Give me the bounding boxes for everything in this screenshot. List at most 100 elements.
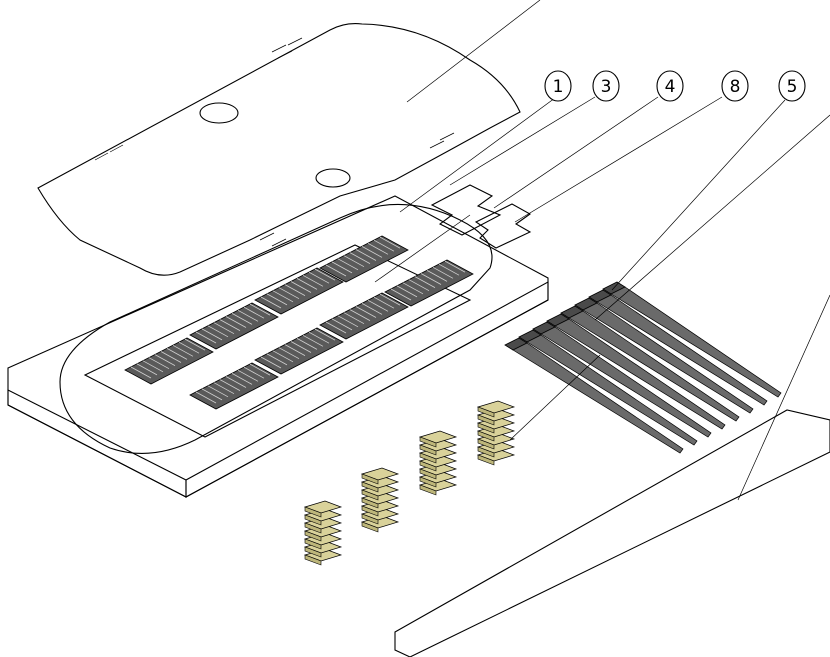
callout-1: 1 bbox=[544, 70, 572, 102]
sleeve-side bbox=[477, 414, 495, 426]
splice-slot bbox=[390, 288, 412, 301]
sleeve-side bbox=[304, 546, 322, 558]
splice-slot bbox=[219, 379, 241, 391]
splice-holder-array bbox=[124, 235, 474, 410]
splice-slot bbox=[136, 363, 158, 376]
splice-holder bbox=[319, 235, 409, 283]
splice-slot bbox=[266, 293, 288, 306]
splice-slot bbox=[426, 270, 448, 282]
sleeve-stack bbox=[360, 467, 400, 533]
callout-4: 4 bbox=[656, 70, 684, 102]
splice-slot bbox=[361, 246, 383, 258]
sleeve-side bbox=[477, 406, 495, 418]
splice-slot bbox=[130, 366, 152, 379]
splice-slot bbox=[225, 376, 247, 388]
sleeve-side bbox=[361, 505, 379, 517]
cable-tie bbox=[560, 305, 740, 422]
sleeve-side bbox=[304, 522, 322, 534]
splice-slot bbox=[343, 312, 365, 325]
cover-plate bbox=[37, 23, 521, 276]
splice-slot bbox=[367, 242, 389, 255]
splice-slot bbox=[260, 356, 282, 369]
callout-circle bbox=[656, 70, 684, 102]
splice-slot bbox=[325, 264, 347, 277]
splice-slot bbox=[278, 347, 300, 360]
splice-slot bbox=[343, 255, 365, 268]
cable-tie-strap bbox=[526, 334, 698, 446]
splice-slot bbox=[184, 338, 206, 351]
cable-tie bbox=[504, 337, 684, 454]
sleeve-side bbox=[304, 554, 322, 566]
splice-slot bbox=[201, 328, 223, 341]
foam-strip bbox=[394, 409, 830, 657]
cable-tie-strap bbox=[512, 342, 684, 454]
splice-slot bbox=[225, 316, 247, 328]
splice-slot bbox=[432, 266, 454, 279]
cable-tie-strap bbox=[582, 302, 754, 414]
sleeve-side bbox=[361, 489, 379, 501]
splice-holder-body bbox=[384, 259, 474, 307]
cover-hole-upper bbox=[199, 102, 239, 124]
splice-slot bbox=[302, 334, 324, 347]
sleeve-side bbox=[361, 481, 379, 493]
cable-tie bbox=[588, 289, 768, 406]
sleeve-side bbox=[304, 506, 322, 518]
splice-slot bbox=[349, 252, 371, 264]
sleeve-stacks bbox=[303, 400, 516, 566]
splice-holder-body bbox=[254, 267, 344, 315]
splice-slot bbox=[166, 348, 188, 360]
tray-front-wall bbox=[7, 389, 187, 498]
cable-tie bbox=[546, 313, 726, 430]
splice-slot bbox=[237, 369, 259, 382]
splice-slot bbox=[195, 331, 217, 344]
splice-slot bbox=[379, 236, 401, 249]
callout-label: 1 bbox=[553, 77, 564, 97]
sleeve-side bbox=[477, 454, 495, 466]
callout-circle bbox=[778, 70, 806, 102]
splice-slot bbox=[207, 385, 229, 398]
callout-label: 3 bbox=[601, 77, 612, 97]
callout-circle bbox=[721, 70, 749, 102]
splice-slot bbox=[231, 373, 253, 385]
tray-fiber-track bbox=[59, 203, 493, 454]
splice-slot bbox=[302, 274, 324, 287]
splice-slot bbox=[367, 299, 389, 312]
splice-slot bbox=[154, 354, 176, 366]
sleeve-side bbox=[304, 538, 322, 550]
splice-slot bbox=[237, 309, 259, 322]
splice-holder bbox=[384, 259, 474, 307]
sleeve-side bbox=[477, 430, 495, 442]
callout-3: 3 bbox=[592, 70, 620, 102]
splice-slot bbox=[284, 344, 306, 356]
splice-slot bbox=[438, 263, 460, 276]
splice-slot bbox=[231, 313, 253, 325]
splice-slot bbox=[373, 239, 395, 252]
cable-tie-strap bbox=[540, 326, 712, 438]
splice-slot bbox=[195, 391, 217, 404]
splice-slot bbox=[308, 331, 330, 344]
sleeve-side bbox=[477, 438, 495, 450]
sleeve-side bbox=[304, 530, 322, 542]
splice-slot bbox=[243, 306, 265, 319]
splice-slot bbox=[296, 278, 318, 290]
splice-slot bbox=[308, 271, 330, 284]
splice-slot bbox=[278, 287, 300, 300]
splice-slot bbox=[290, 281, 312, 293]
splice-slot bbox=[355, 249, 377, 261]
splice-slot bbox=[349, 309, 371, 321]
callout-circle bbox=[544, 70, 572, 102]
splice-slot bbox=[249, 363, 271, 376]
tray-inner-floor bbox=[83, 244, 472, 438]
callout-label: 4 bbox=[665, 77, 676, 97]
sleeve-side bbox=[419, 484, 437, 496]
callout-5: 5 bbox=[778, 70, 806, 102]
sleeve-side bbox=[419, 468, 437, 480]
splice-slot bbox=[178, 341, 200, 354]
callout-label: 5 bbox=[787, 77, 798, 97]
splice-holder-body bbox=[189, 362, 279, 410]
cable-tie-strap bbox=[568, 310, 740, 422]
splice-slot bbox=[284, 284, 306, 296]
sleeve-side bbox=[477, 446, 495, 458]
sleeve-side bbox=[419, 444, 437, 456]
